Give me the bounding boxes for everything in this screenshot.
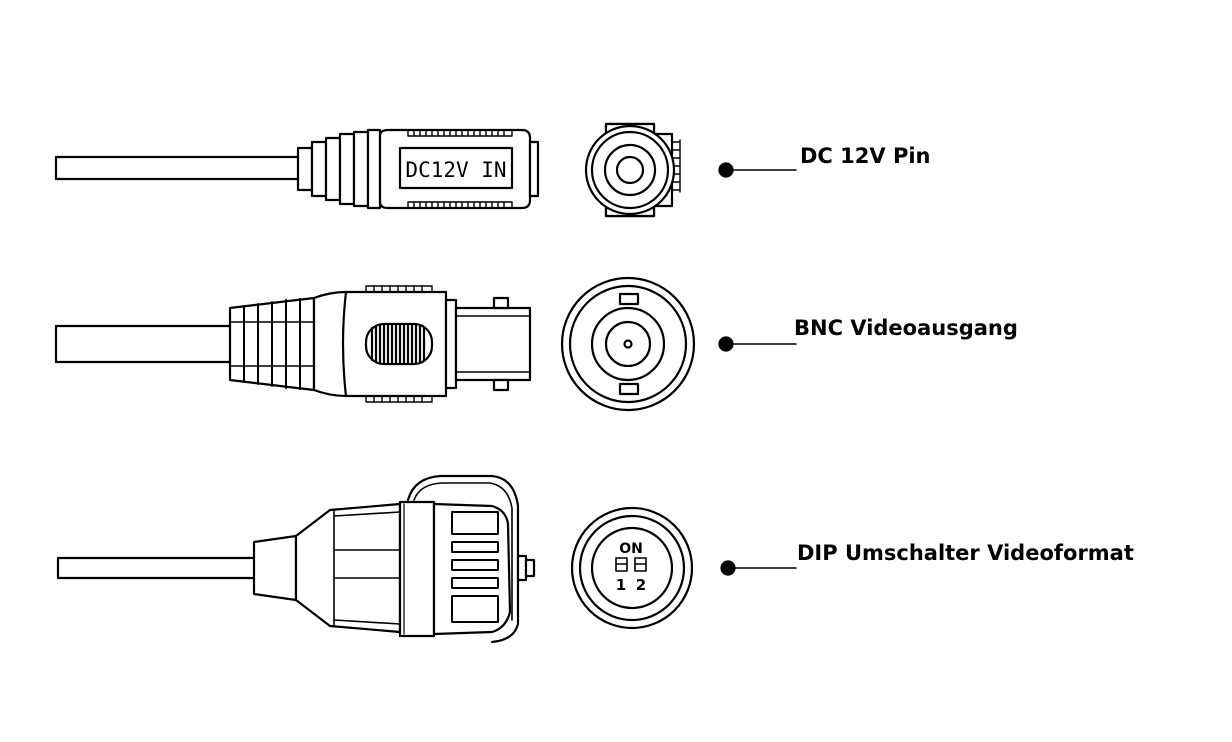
bnc-output-label: BNC Videoausgang (794, 316, 1018, 340)
dc-connector-front-view (584, 122, 681, 218)
dc-grip-bottom (407, 201, 513, 209)
dc-strain-relief (296, 128, 382, 210)
dip-switch-label: DIP Umschalter Videoformat (797, 541, 1134, 565)
dc-callout (718, 162, 797, 178)
dip-connector-side-view (56, 474, 536, 644)
dc-connector-side-view: DC12V IN (54, 128, 540, 210)
dip-switch-2-label: 2 (636, 576, 646, 594)
dc-pin-label: DC 12V Pin (800, 144, 931, 168)
bnc-connector-side-view (54, 285, 532, 403)
dip-on-text: ON (619, 541, 643, 557)
bnc-grip-ribs (370, 324, 426, 364)
dip-callout (720, 560, 797, 576)
dip-connector-front-view: ON 1 2 (570, 506, 694, 630)
dc-body-text: DC12V IN (405, 158, 506, 182)
bnc-callout (718, 336, 797, 352)
bnc-connector-front-view (560, 276, 696, 412)
dc-label-box (398, 146, 514, 190)
dip-side-slots (451, 511, 499, 623)
dip-switch-1-label: 1 (616, 576, 626, 594)
dc-grip-top (407, 129, 513, 137)
